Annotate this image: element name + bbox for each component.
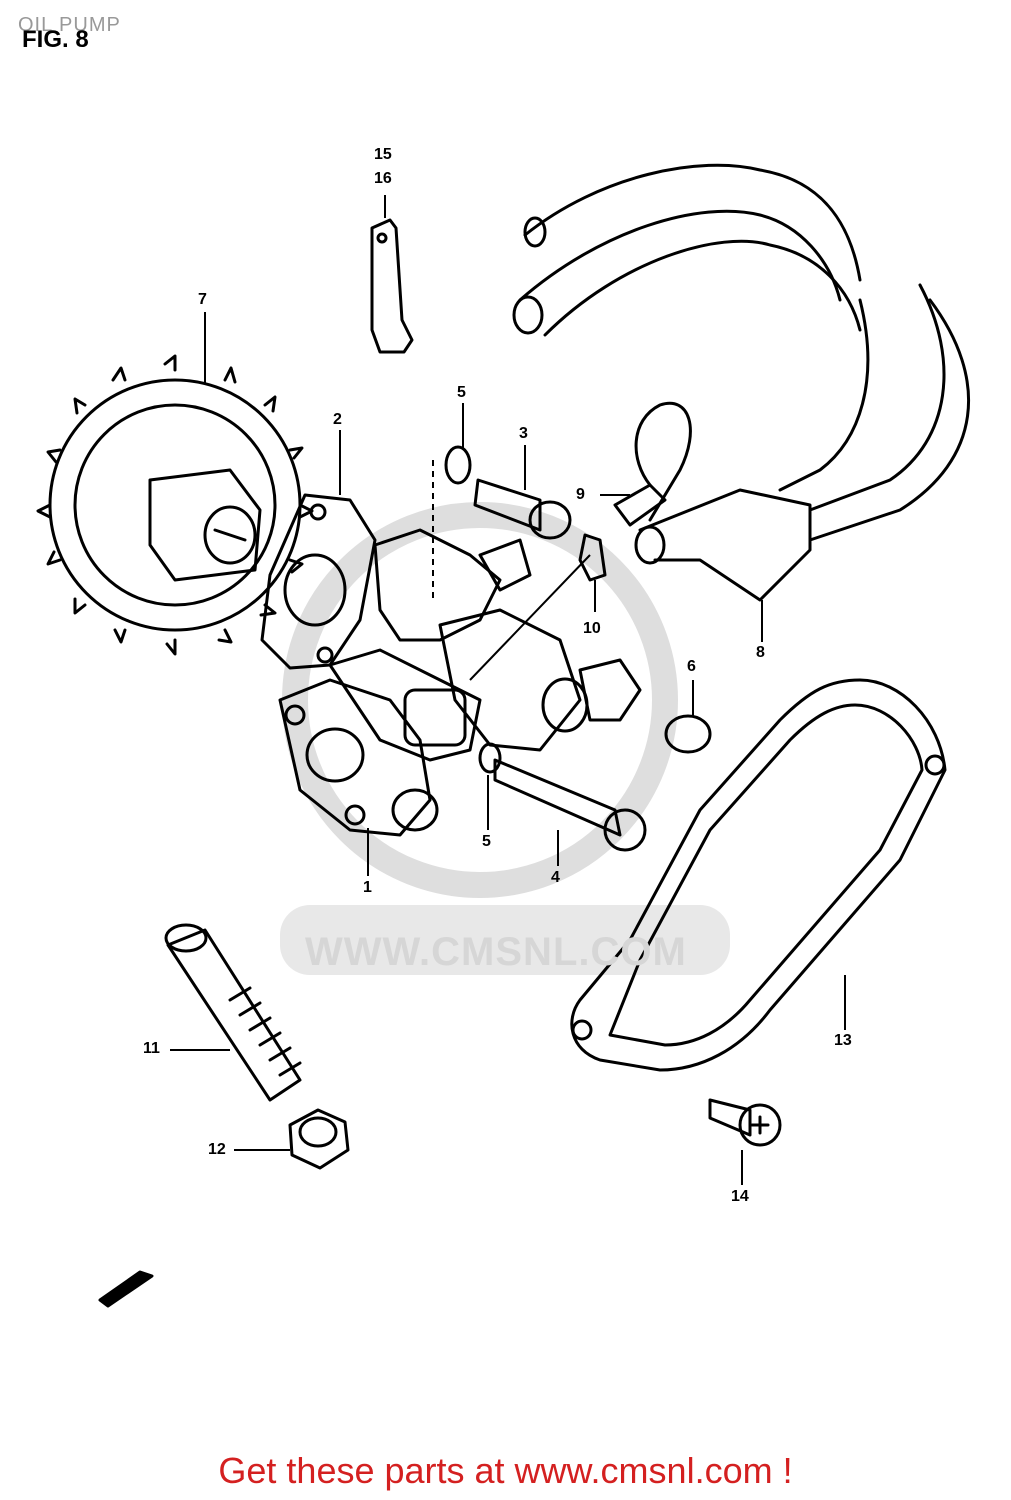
callout-6: 6 (687, 658, 696, 675)
screw-part-3 (473, 478, 542, 532)
stud-bolt-part-11 (164, 923, 302, 1102)
page-title: OIL PUMP (18, 14, 121, 36)
clip-part-15-16 (370, 218, 414, 354)
watermark-logo-circle (282, 502, 678, 898)
callout-2: 2 (333, 411, 342, 428)
callout-11: 11 (143, 1040, 160, 1057)
callout-5-top: 5 (457, 384, 466, 401)
callout-5-bottom: 5 (482, 833, 491, 850)
hose-clamp-part-9 (613, 483, 667, 527)
callout-4: 4 (551, 869, 560, 886)
watermark-banner (280, 905, 730, 975)
callout-8: 8 (756, 644, 765, 661)
callout-14: 14 (731, 1188, 749, 1205)
front-arrow-icon (98, 1270, 154, 1308)
watermark-url: WWW.CMSNL.COM (305, 930, 687, 974)
callout-15: 15 (374, 146, 392, 163)
exploded-parts-diagram (36, 163, 971, 1308)
drive-gear-part-7 (36, 354, 314, 656)
callout-7: 7 (198, 291, 207, 308)
cap-part-6 (664, 714, 712, 754)
figure-label: FIG. 8 (22, 26, 89, 53)
bolt-part-4 (493, 758, 622, 837)
callout-9: 9 (576, 486, 585, 503)
washer-part-5-top (444, 445, 472, 485)
callout-16: 16 (374, 170, 392, 187)
callout-1: 1 (363, 879, 372, 896)
callout-13: 13 (834, 1032, 852, 1049)
nut-part-12 (288, 1108, 350, 1170)
cover-gasket-part-13 (570, 678, 947, 1072)
footer-link-text[interactable]: Get these parts at www.cmsnl.com ! (218, 1450, 793, 1491)
callout-12: 12 (208, 1141, 226, 1158)
callout-10: 10 (583, 620, 601, 637)
washer-part-5-bottom (478, 742, 502, 774)
oil-hoses-part-8 (512, 163, 971, 602)
screw-part-14 (708, 1098, 752, 1137)
oil-pump-body-part-1 (278, 528, 642, 837)
clip-part-10 (578, 533, 607, 582)
callout-3: 3 (519, 425, 528, 442)
gasket-part-2 (260, 493, 377, 670)
